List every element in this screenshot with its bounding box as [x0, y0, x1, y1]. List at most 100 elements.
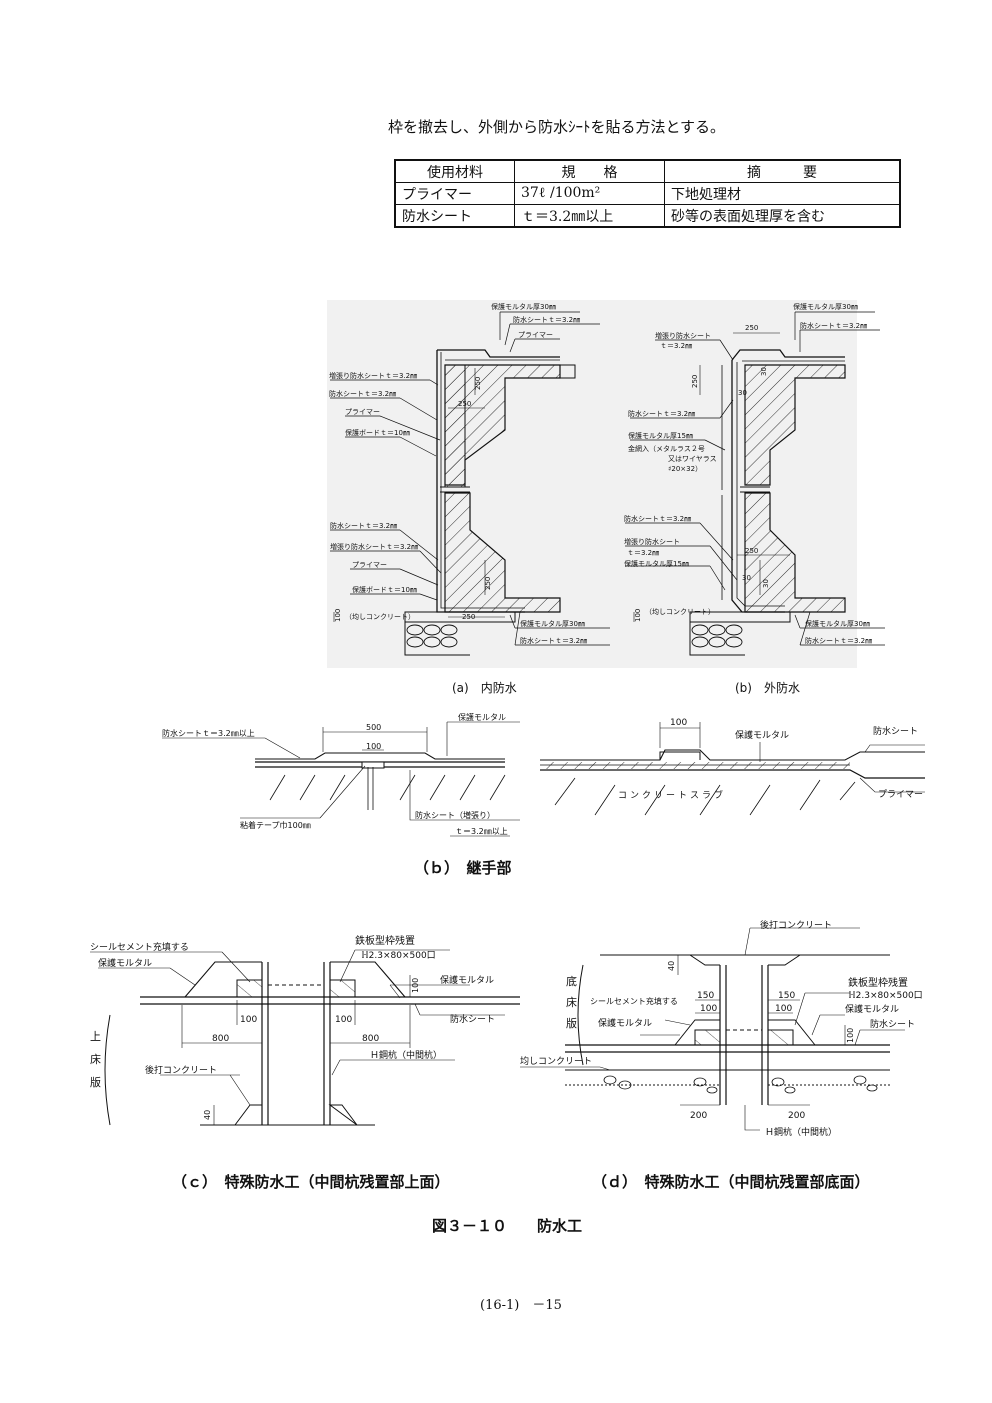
label: コンクリートスラブ [618, 789, 726, 801]
figure-joint-right: 100 保護モルタル 防水シート コンクリートスラブ プライマー [540, 718, 925, 816]
dimension: 30 [762, 579, 770, 588]
label: 粘着テープ巾100㎜ [240, 820, 311, 830]
figure-c-pile-top: シールセメント充填する 保護モルタル 鉄板型枠残置 ℍ2.3×80×500口 1… [90, 934, 520, 1126]
label: プライマー [878, 789, 923, 800]
dimension: 200 [690, 1111, 707, 1121]
label: シールセメント充填する [90, 941, 189, 953]
label: ｔ＝3.2㎜ [660, 342, 692, 350]
table-cell: 下地処理材 [664, 182, 901, 205]
label: 上 [90, 1030, 101, 1043]
label: 増張り防水シートｔ＝3.2㎜ [330, 542, 418, 551]
label: 防水シートｔ＝3.2㎜ [628, 409, 695, 418]
label: 保護モルタル厚15㎜ [624, 559, 689, 568]
figure-joint-left: 防水シートｔ＝3.2㎜以上 保護モルタル 500 100 粘着テープ巾100㎜ … [162, 712, 520, 837]
dimension: 100 [700, 1004, 717, 1014]
dimension: 150 [778, 991, 795, 1001]
label: 増張り防水シート [655, 331, 711, 340]
label: ♯20×32） [668, 465, 702, 473]
label: 保護モルタル [98, 957, 152, 969]
dimension: 250 [691, 375, 699, 388]
label: 防水シート [870, 1018, 915, 1030]
table-row: 防水シート ｔ＝3.2㎜以上 砂等の表面処理厚を含む [394, 204, 901, 228]
materials-table: 使用材料 規 格 摘 要 プライマー 37ℓ /100m² 下地処理材 防水シー… [394, 159, 901, 228]
label: 床 [90, 1052, 101, 1066]
intro-text: 枠を撤去し、外側から防水ｼｰﾄを貼る方法とする。 [388, 118, 726, 136]
table-header-row: 使用材料 規 格 摘 要 [394, 159, 901, 183]
caption-joint: （ｂ） 継手部 [414, 859, 512, 877]
label: 又はワイヤラス [668, 455, 717, 463]
label: 保護モルタル厚30㎜ [520, 619, 585, 628]
table-row: プライマー 37ℓ /100m² 下地処理材 [394, 182, 901, 205]
label: 防水シートｔ＝3.2㎜ [805, 636, 872, 645]
label: （均しコンクリート） [345, 612, 415, 621]
dimension: 100 [670, 718, 687, 728]
dimension: 250 [462, 613, 475, 621]
dimension: 100 [411, 978, 420, 993]
label: ℍ2.3×80×500口 [848, 991, 923, 1001]
label: プライマー [345, 408, 380, 416]
dimension: 250 [484, 577, 492, 590]
label: 防水シートｔ＝3.2㎜ [624, 514, 691, 523]
dimension: 200 [788, 1111, 805, 1121]
caption-a: (a) 内防水 [452, 681, 517, 695]
label: 保護モルタル [598, 1017, 652, 1029]
label: 増張り防水シートｔ＝3.2㎜ [329, 371, 417, 380]
dimension: 250 [745, 547, 758, 555]
table-cell: 砂等の表面処理厚を含む [664, 204, 901, 228]
label: Ｈ鋼杭（中間杭） [370, 1049, 442, 1061]
label: 後打コンクリート [145, 1064, 217, 1076]
dimension: 30 [738, 389, 747, 397]
page-number: (16-1) －15 [480, 1298, 562, 1313]
label: 防水シートｔ＝3.2㎜以上 [162, 728, 255, 738]
table-cell: ｔ＝3.2㎜以上 [514, 204, 665, 228]
label: 金網入（メタルラス２号 [628, 444, 705, 453]
dimension: 250 [474, 377, 482, 390]
caption-b: (b) 外防水 [735, 681, 800, 695]
label: 増張り防水シート [624, 537, 680, 546]
label: 保護モルタル [440, 974, 494, 986]
dimension: 100 [634, 609, 642, 622]
table-cell: 防水シート [394, 204, 515, 228]
dimension: 100 [240, 1015, 257, 1025]
dimension: 100 [335, 1015, 352, 1025]
label: プライマー [352, 561, 387, 569]
label: 保護ボードｔ＝10㎜ [345, 428, 410, 437]
label: Ｈ鋼杭（中間杭） [765, 1126, 837, 1138]
label: ℍ2.3×80×500口 [361, 951, 436, 961]
label: 後打コンクリート [760, 919, 832, 931]
label: 鉄板型枠残置 [355, 934, 415, 947]
figure-title: 図３－１０ 防水工 [432, 1217, 583, 1235]
label: 防水シートｔ＝3.2㎜ [329, 389, 396, 398]
label: ｔ＝3.2㎜以上 [455, 827, 508, 836]
dimension: 800 [212, 1034, 229, 1044]
label: 防水シートｔ＝3.2㎜ [330, 521, 397, 530]
label: 版 [90, 1075, 101, 1089]
label: 保護モルタル [458, 712, 506, 722]
caption-c: （ｃ） 特殊防水工（中間杭残置部上面） [172, 1173, 450, 1191]
caption-d: （ｄ） 特殊防水工（中間杭残置部底面） [592, 1173, 870, 1191]
dimension: 250 [458, 400, 471, 408]
dimension: 30 [742, 574, 751, 582]
dimension: 100 [334, 609, 342, 622]
label: 防水シートｔ＝3.2㎜ [520, 636, 587, 645]
label: 底 [566, 974, 577, 988]
dimension: 100 [366, 742, 381, 751]
dimension: 100 [846, 1028, 855, 1043]
label: 防水シートｔ＝3.2㎜ [800, 321, 867, 330]
label: 防水シートｔ＝3.2㎜ [513, 315, 580, 324]
label: 版 [566, 1016, 577, 1030]
label: ｔ＝3.2㎜ [627, 549, 659, 557]
dimension: 800 [362, 1034, 379, 1044]
dimension: 40 [667, 961, 676, 971]
dimension: 250 [745, 324, 758, 332]
label: （均しコンクリート） [645, 607, 715, 616]
label: 保護モルタル [845, 1003, 899, 1015]
label: 床 [566, 995, 577, 1009]
dimension: 500 [366, 723, 381, 732]
dimension: 150 [697, 991, 714, 1001]
label: 保護モルタル厚30㎜ [805, 619, 870, 628]
figure-d-pile-bottom: 後打コンクリート 40 底 床 版 鉄板型枠残置 ℍ2.3×80×500口 15… [520, 919, 923, 1138]
label: 保護モルタル厚15㎜ [628, 431, 693, 440]
label: シールセメント充填する [590, 996, 678, 1006]
